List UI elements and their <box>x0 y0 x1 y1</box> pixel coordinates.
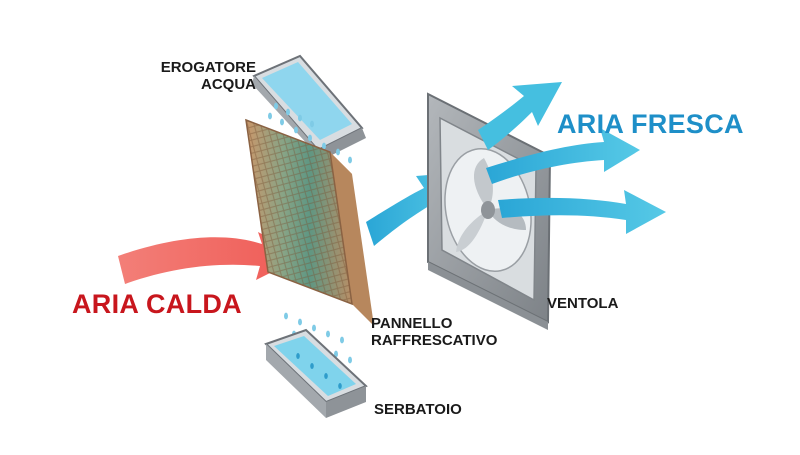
water-drops-top <box>268 102 352 168</box>
cooling-panel-label-line2: RAFFRESCATIVO <box>371 331 498 349</box>
cooling-panel-label-line1: PANNELLO <box>371 315 453 332</box>
cooling-panel <box>245 118 374 326</box>
water-dispenser-label-line1: EROGATORE <box>160 59 256 76</box>
water-dispenser-label-line2: ACQUA <box>201 75 256 93</box>
fan-label: VENTOLA <box>547 295 619 312</box>
hot-air-label: ARIA CALDA <box>72 289 242 319</box>
cool-air-label: ARIA FRESCA <box>557 109 744 139</box>
tank-label: SERBATOIO <box>374 401 462 418</box>
cool-air-arrows-out <box>478 82 666 234</box>
water-tank <box>264 328 368 418</box>
water-dispenser-label: EROGATORE ACQUA <box>150 59 256 94</box>
hot-air-arrow <box>118 232 304 284</box>
cooling-panel-label: PANNELLO RAFFRESCATIVO <box>371 315 498 350</box>
